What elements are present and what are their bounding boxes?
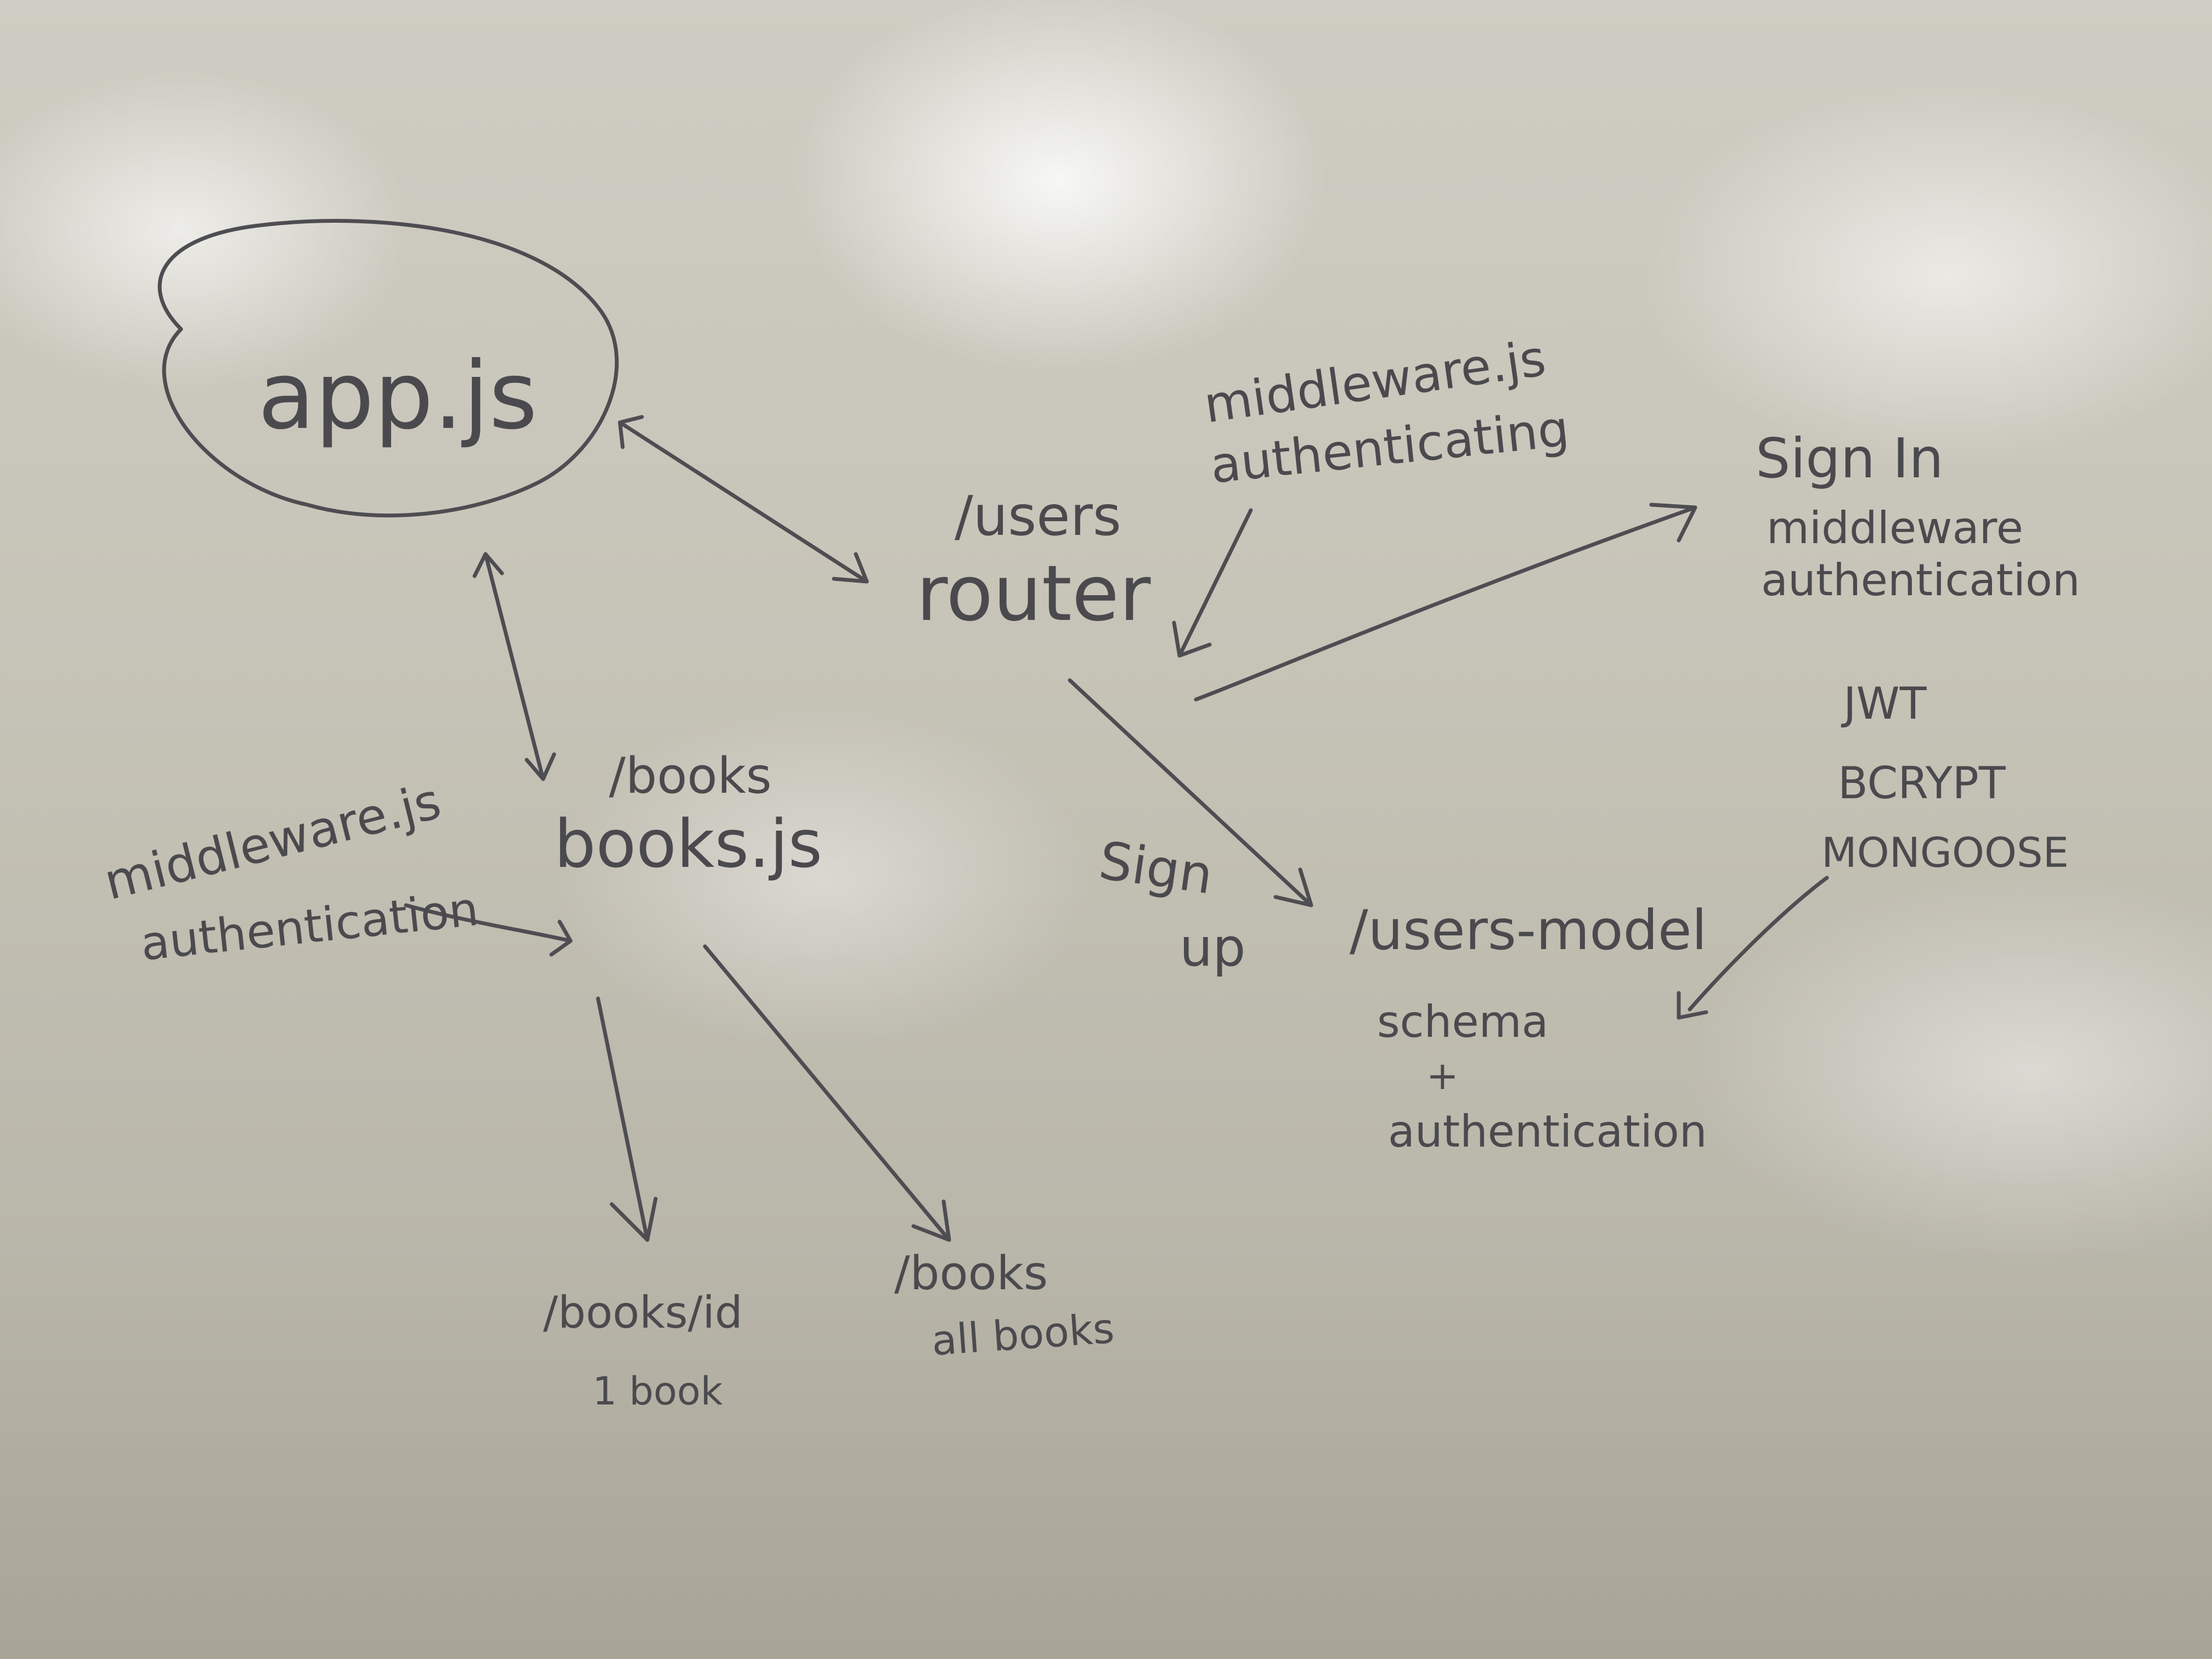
router-signin-arrowhead [1649, 503, 1697, 543]
libs-usersmodel-connector [1688, 876, 1829, 1012]
users-middleware-connector [1177, 508, 1253, 658]
books-bookid-arrowhead [610, 1197, 658, 1242]
app-ellipse [157, 219, 619, 518]
users-model-line4: authentication [1388, 1106, 1707, 1157]
app-books-connector [483, 552, 545, 781]
app-books-arrowhead-end [524, 752, 556, 781]
books-path: /books [609, 747, 772, 805]
users-model-line1: /users-model [1350, 898, 1707, 962]
app-router-connector [618, 420, 869, 584]
book-by-id-line1: /books/id [543, 1287, 743, 1338]
users-model-line2: schema [1377, 996, 1549, 1047]
sign-in-line1: Sign In [1756, 426, 1944, 490]
sign-up-line2: up [1180, 918, 1246, 978]
sign-in-line3: authentication [1761, 555, 2080, 606]
users-middleware-arrowhead [1172, 620, 1212, 658]
books-bookid-connector [596, 996, 650, 1242]
libs-line3: MONGOOSE [1821, 828, 2069, 877]
all-books-line2: all books [930, 1304, 1116, 1365]
books-middleware-line2: authentication [138, 882, 481, 972]
sign-up-line1: Sign [1096, 831, 1217, 906]
books-middleware-connector [404, 903, 573, 943]
sign-in-line2: middleware [1767, 503, 2023, 554]
users-router-label: router [916, 549, 1151, 639]
app-books-arrowhead-start [472, 552, 504, 578]
libs-line1: JWT [1841, 678, 1927, 729]
app-label: app.js [258, 342, 538, 450]
libs-usersmodel-arrowhead [1677, 991, 1708, 1020]
libs-line2: BCRYPT [1838, 758, 2006, 809]
router-usersmodel-arrowhead [1273, 867, 1313, 907]
all-books-line1: /books [894, 1246, 1048, 1301]
books-middleware-arrowhead [549, 919, 573, 957]
books-allbooks-connector [703, 944, 951, 1242]
books-allbooks-arrowhead [911, 1199, 951, 1242]
books-label: books.js [554, 806, 822, 883]
users-model-line3: + [1426, 1053, 1459, 1098]
users-router-path: /users [955, 484, 1121, 548]
app-router-arrowhead-start [618, 415, 644, 449]
app-router-arrowhead-end [832, 552, 869, 584]
book-by-id-line2: 1 book [592, 1369, 723, 1414]
router-signin-connector [1194, 505, 1697, 702]
router-usersmodel-connector [1068, 678, 1313, 907]
